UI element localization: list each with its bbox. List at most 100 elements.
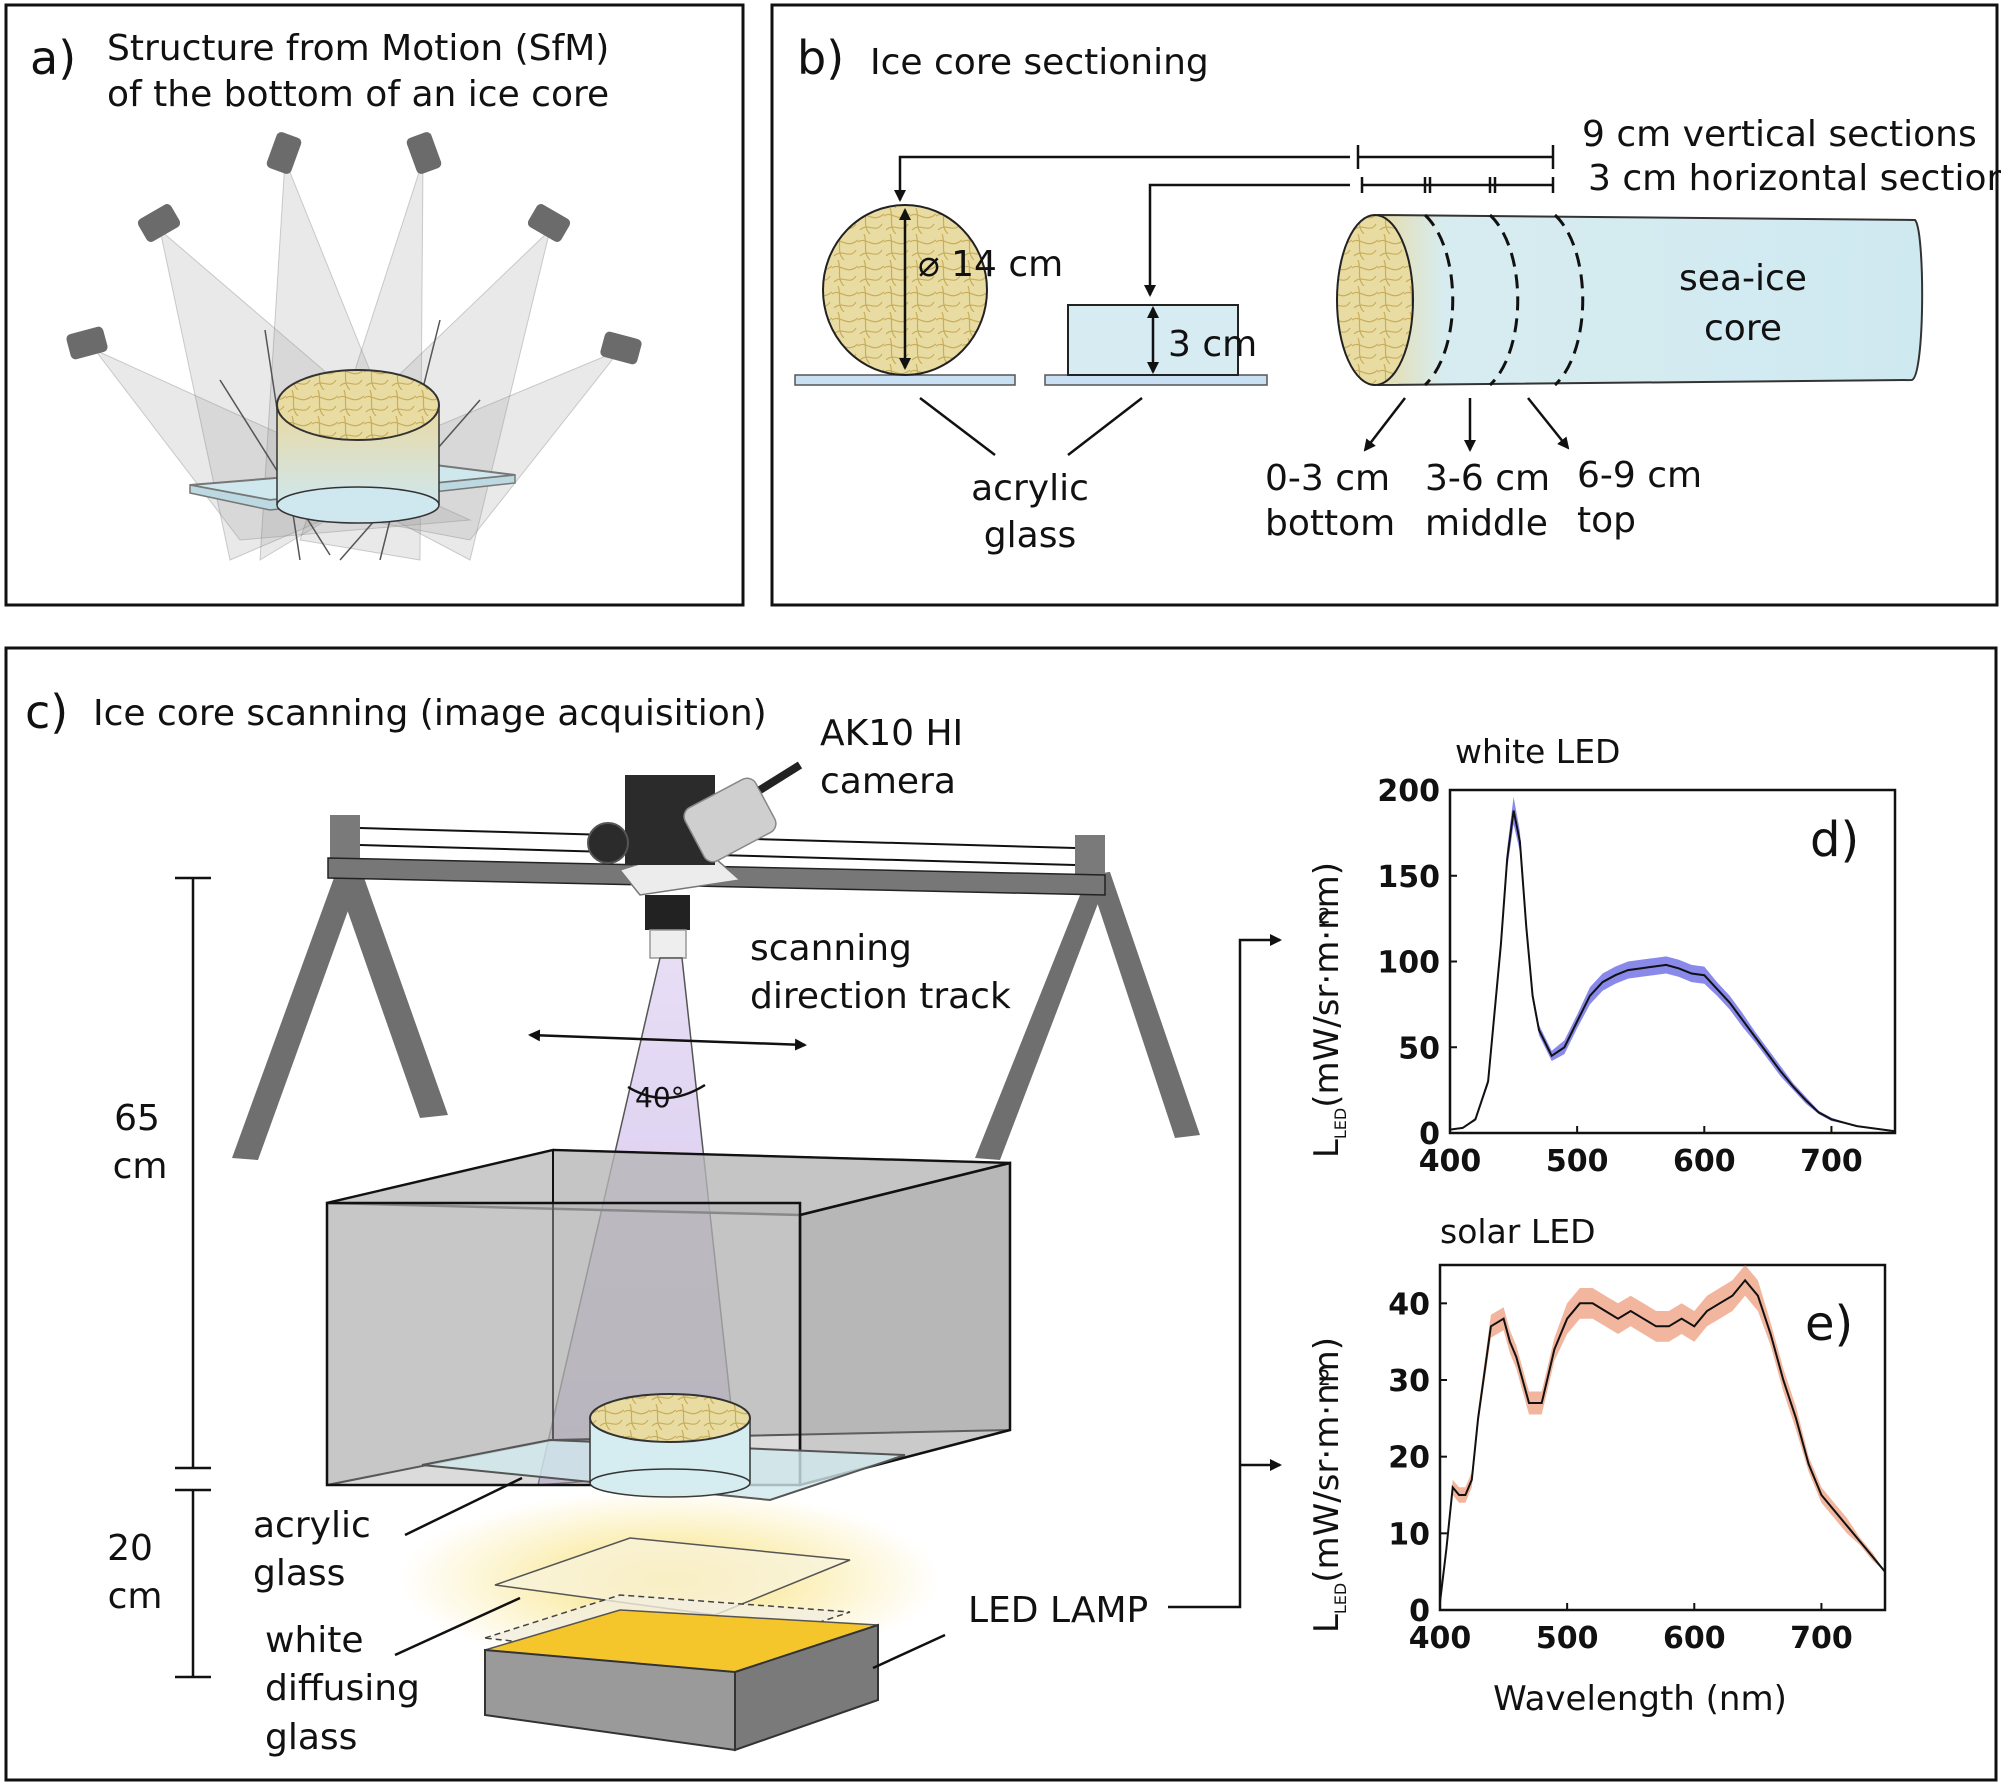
gantry	[232, 815, 1200, 1160]
lamp-leader	[872, 1633, 946, 1670]
chart-d-ylabel-sup: 2	[1318, 904, 1331, 928]
section-top-range: 6-9 cm	[1577, 455, 1702, 496]
chart-e-x-tick-label: 400	[1409, 1621, 1472, 1656]
pointer-slab	[1144, 183, 1350, 297]
chart-e-y-tick-label: 30	[1388, 1364, 1430, 1399]
acrylic-leader-1	[919, 397, 996, 456]
acrylic-label-b-line1: acrylic	[971, 468, 1089, 509]
led-lamp	[484, 1609, 879, 1752]
horizontal-bracket	[1360, 177, 1555, 193]
chart-d-ylabel-sub: LED	[1331, 1108, 1350, 1139]
chart-d-series-line	[1449, 810, 1896, 1133]
sea-ice-core	[1377, 213, 1924, 387]
chart-e-plot: 400 500 600 700 0 10 20 30 40	[1388, 1263, 1887, 1656]
scan-direction-arrow	[528, 1029, 807, 1051]
chart-d-x-tick-label: 500	[1546, 1144, 1609, 1179]
chart-e-xlabel: Wavelength (nm)	[1493, 1679, 1787, 1719]
thickness-label: 3 cm	[1168, 324, 1257, 365]
chart-d-panel-letter: d)	[1810, 812, 1859, 868]
chart-e-y-tick-label: 40	[1388, 1287, 1430, 1322]
section-middle-range: 3-6 cm	[1425, 458, 1550, 499]
panel-a-title-line2: of the bottom of an ice core	[107, 74, 609, 115]
chart-e-x-tick-label: 700	[1790, 1621, 1853, 1656]
camera-icon	[406, 132, 442, 174]
panel-c-title: Ice core scanning (image acquisition)	[93, 693, 767, 734]
chart-e-y-tick-label: 0	[1409, 1594, 1430, 1629]
height2-value: 20	[107, 1528, 153, 1569]
panel-b-frame	[770, 3, 1999, 607]
diffuser-label-line1: white	[265, 1620, 364, 1661]
chart-e-x-tick-label: 600	[1663, 1621, 1726, 1656]
section-bottom-range: 0-3 cm	[1265, 458, 1390, 499]
chart-d-ylabel: LLED(mW/sr·m·nm)	[1307, 862, 1350, 1158]
diameter-label: ⌀ 14 cm	[918, 244, 1063, 285]
panel-a: a) Structure from Motion (SfM) of the bo…	[4, 3, 745, 607]
chart-e-ylabel-unit: (mW/sr·m·nm)	[1307, 1337, 1347, 1583]
panel-c: c) Ice core scanning (image acquisition)…	[4, 646, 1998, 1782]
core-label-line1: sea-ice	[1679, 258, 1807, 299]
chart-d-y-tick-label: 150	[1377, 860, 1440, 895]
height2-unit: cm	[108, 1576, 163, 1617]
chart-d-title: white LED	[1455, 732, 1620, 771]
panel-a-title-line1: Structure from Motion (SfM)	[107, 28, 609, 69]
route-to-charts	[1168, 934, 1282, 1609]
chart-d-ylabel-unit: (mW/sr·m·nm)	[1307, 862, 1347, 1108]
chart-d-x-tick-label: 400	[1419, 1144, 1482, 1179]
svg-text:LLED(mW/sr·m·nm): LLED(mW/sr·m·nm)	[1307, 862, 1350, 1158]
chart-e-ylabel: LLED(mW/sr·m·nm)	[1307, 1337, 1350, 1633]
acrylic-plate-b2	[1044, 374, 1268, 386]
chart-e-title: solar LED	[1440, 1212, 1595, 1251]
lamp-label: LED LAMP	[968, 1590, 1148, 1631]
ice-core-cylinder-c	[589, 1393, 751, 1498]
acrylic-label-c-line2: glass	[253, 1553, 345, 1594]
chart-d-x-tick-label: 700	[1800, 1144, 1863, 1179]
camera-icons	[66, 132, 642, 365]
chart-d-x-tick-label: 600	[1673, 1144, 1736, 1179]
diffuser-leader	[394, 1596, 521, 1657]
panel-a-letter: a)	[30, 31, 76, 85]
chart-e-ylabel-sub: LED	[1331, 1583, 1350, 1614]
panel-c-frame	[4, 646, 1998, 1782]
camera-label-line2: camera	[820, 761, 956, 802]
section-top-name: top	[1577, 500, 1636, 541]
chart-e-y-tick-label: 20	[1388, 1441, 1430, 1476]
section-middle-name: middle	[1425, 503, 1548, 544]
camera-icon	[600, 331, 642, 365]
acrylic-label-c-line1: acrylic	[253, 1505, 371, 1546]
panel-a-frame	[4, 3, 745, 607]
panel-b-title: Ice core sectioning	[870, 42, 1209, 83]
height1-unit: cm	[113, 1146, 168, 1187]
section-arrow-bottom	[1363, 397, 1406, 452]
camera-icon	[137, 204, 181, 242]
core-label-line2: core	[1704, 308, 1782, 349]
panel-b-letter: b)	[797, 31, 844, 85]
section-arrow-top	[1527, 397, 1570, 450]
chart-e-panel-letter: e)	[1805, 1296, 1853, 1352]
chart-e-x-tick-label: 500	[1536, 1621, 1599, 1656]
camera-label-line1: AK10 HI	[820, 713, 963, 754]
hyperspectral-camera	[587, 761, 803, 959]
chart-e-ylabel-main: L	[1307, 1614, 1347, 1633]
height-scale	[175, 876, 211, 1679]
ice-core-cylinder-a	[276, 369, 440, 524]
scan-label-line2: direction track	[750, 976, 1011, 1017]
section-bottom-name: bottom	[1265, 503, 1395, 544]
acrylic-plate-b1	[794, 374, 1016, 386]
chart-d-y-tick-label: 100	[1377, 946, 1440, 981]
acrylic-leader-2	[1067, 397, 1143, 456]
chart-e-y-tick-label: 10	[1388, 1517, 1430, 1552]
chart-e-series-line	[1439, 1278, 1886, 1603]
horizontal-sections-label: 3 cm horizontal sections	[1588, 158, 2001, 199]
acrylic-leader-c	[404, 1476, 523, 1537]
chart-d-y-tick-label: 0	[1419, 1117, 1440, 1152]
camera-icon	[266, 132, 302, 174]
camera-icon	[66, 326, 108, 360]
chart-white-led: white LED LLED(mW/sr·m·nm) 2 400 500 600 70…	[1307, 732, 1897, 1179]
acrylic-label-b-line2: glass	[984, 515, 1076, 556]
fov-angle-label: 40°	[635, 1081, 685, 1114]
chart-d-ylabel-main: L	[1307, 1139, 1347, 1158]
chart-d-y-tick-label: 200	[1377, 774, 1440, 809]
camera-icon	[527, 204, 571, 242]
